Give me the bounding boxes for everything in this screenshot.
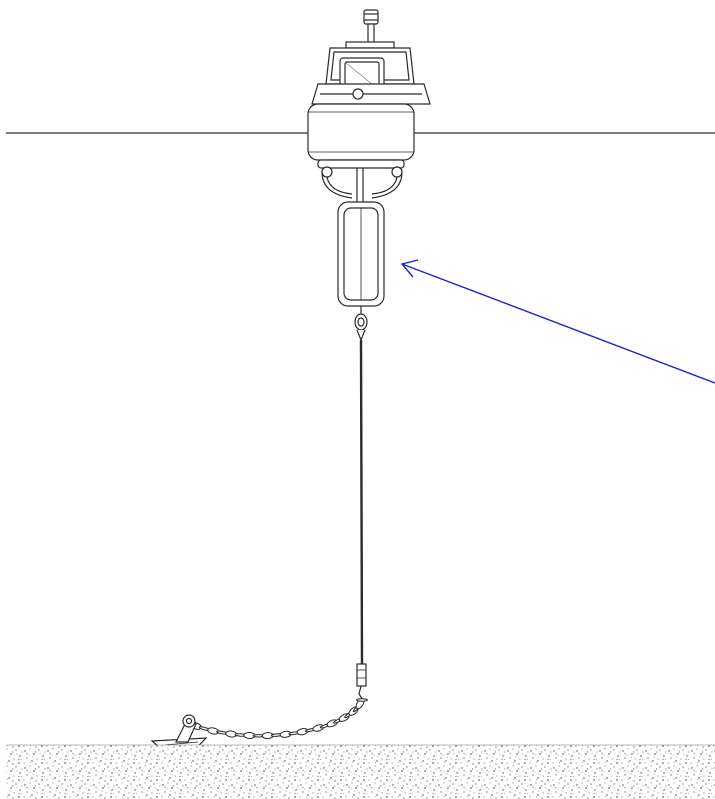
- buoy-float-icon: [307, 47, 431, 169]
- cage-frame-icon: [337, 201, 385, 307]
- seabed-icon: [6, 744, 715, 799]
- shackle-icon: [354, 306, 368, 342]
- chain-icon: [190, 698, 368, 740]
- pointer-arrow: [400, 259, 715, 384]
- sensor-antenna-icon: [345, 9, 395, 49]
- chain-link: [356, 698, 368, 702]
- mooring-line-icon: [356, 339, 367, 701]
- mooring-bridle-icon: [321, 166, 403, 202]
